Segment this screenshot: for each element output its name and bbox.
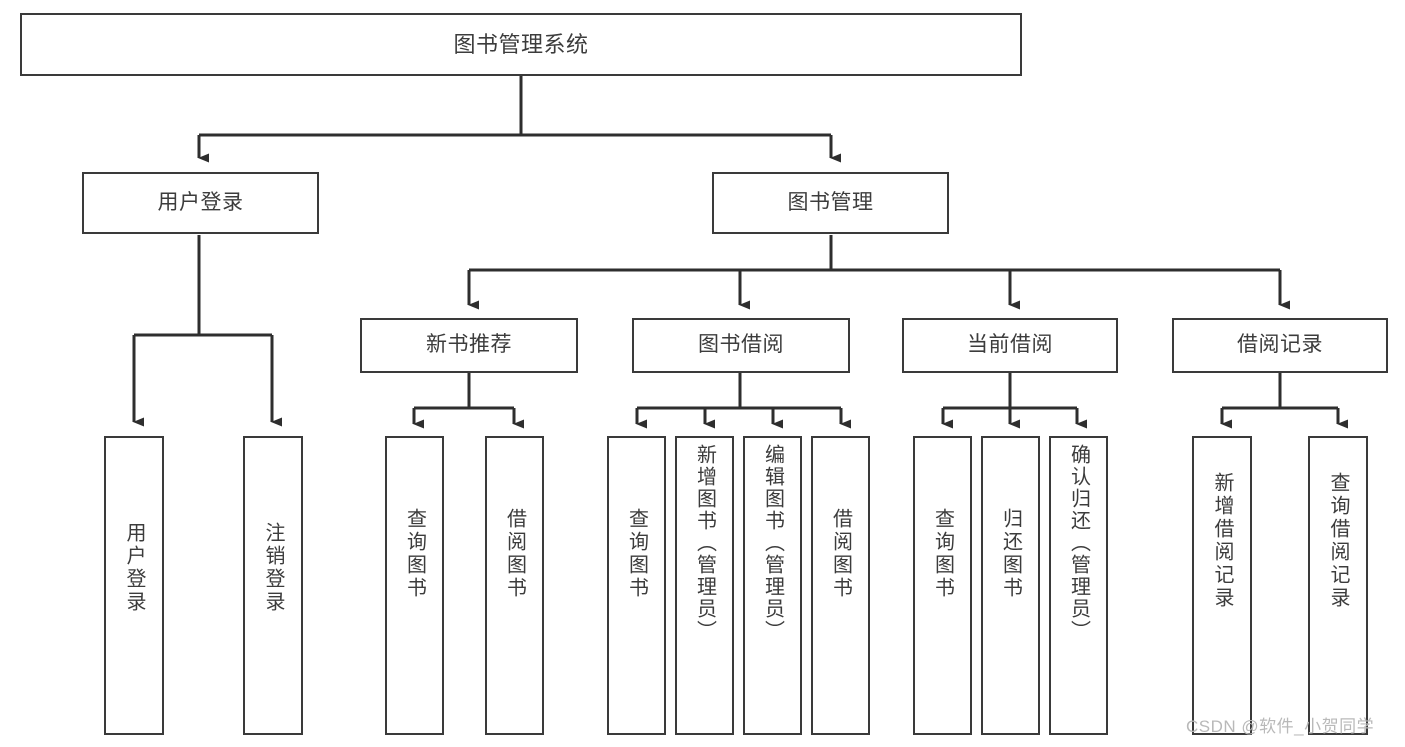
node-current-borrow[interactable]: 当前借阅 — [902, 318, 1118, 373]
book-manage-to-level3-connectors — [467, 235, 1290, 310]
node-label: 借阅图书 — [503, 508, 526, 600]
node-label: 查询图书 — [931, 508, 954, 600]
node-book-management[interactable]: 图书管理 — [712, 172, 949, 234]
leaf-logout[interactable]: 注销登录 — [243, 436, 303, 735]
node-label: 图书管理 — [787, 190, 874, 214]
node-new-book-recommend[interactable]: 新书推荐 — [360, 318, 578, 373]
node-label: 图书借阅 — [698, 333, 784, 357]
leaf-user-login[interactable]: 用户登录 — [104, 436, 164, 735]
borrow-record-to-leaves-connectors — [1220, 373, 1348, 429]
leaf-add-borrow-record[interactable]: 新增借阅记录 — [1192, 436, 1252, 735]
node-user-login[interactable]: 用户登录 — [82, 172, 319, 234]
book-borrow-to-leaves-connectors — [635, 373, 851, 429]
node-label: 新增借阅记录 — [1211, 472, 1233, 610]
node-label: 查询借阅记录 — [1327, 472, 1349, 610]
node-root-book-management-system[interactable]: 图书管理系统 — [20, 13, 1022, 76]
current-borrow-to-leaves-connectors — [941, 373, 1087, 429]
node-label: 编辑图书（管理员） — [761, 444, 784, 642]
node-label: 借阅记录 — [1237, 333, 1323, 357]
node-label: 注销登录 — [262, 522, 284, 614]
node-borrow-record[interactable]: 借阅记录 — [1172, 318, 1388, 373]
node-label: 查询图书 — [625, 508, 648, 600]
node-label: 借阅图书 — [829, 508, 852, 600]
node-label: 用户登录 — [123, 522, 145, 614]
watermark-text: CSDN @软件_小贺同学 — [1186, 717, 1375, 736]
node-label: 当前借阅 — [967, 333, 1053, 357]
leaf-query-book-borrow[interactable]: 查询图书 — [607, 436, 666, 735]
node-label: 确认归还（管理员） — [1067, 444, 1090, 642]
leaf-edit-book-admin[interactable]: 编辑图书（管理员） — [743, 436, 802, 735]
node-label: 归还图书 — [999, 508, 1022, 600]
leaf-borrow-book-borrow[interactable]: 借阅图书 — [811, 436, 870, 735]
leaf-borrow-book-newbook[interactable]: 借阅图书 — [485, 436, 544, 735]
new-book-to-leaves-connectors — [412, 373, 524, 429]
user-login-to-leaves-connectors — [132, 235, 282, 427]
leaf-add-book-admin[interactable]: 新增图书（管理员） — [675, 436, 734, 735]
node-book-borrow[interactable]: 图书借阅 — [632, 318, 850, 373]
root-to-level2-connectors — [197, 76, 841, 163]
leaf-query-borrow-record[interactable]: 查询借阅记录 — [1308, 436, 1368, 735]
leaf-return-book[interactable]: 归还图书 — [981, 436, 1040, 735]
leaf-query-book-current[interactable]: 查询图书 — [913, 436, 972, 735]
node-label: 查询图书 — [403, 508, 426, 600]
leaf-query-book-newbook[interactable]: 查询图书 — [385, 436, 444, 735]
node-label: 图书管理系统 — [453, 31, 589, 57]
leaf-confirm-return-admin[interactable]: 确认归还（管理员） — [1049, 436, 1108, 735]
node-label: 新增图书（管理员） — [693, 444, 716, 642]
node-label: 用户登录 — [157, 190, 244, 214]
node-label: 新书推荐 — [426, 333, 512, 357]
